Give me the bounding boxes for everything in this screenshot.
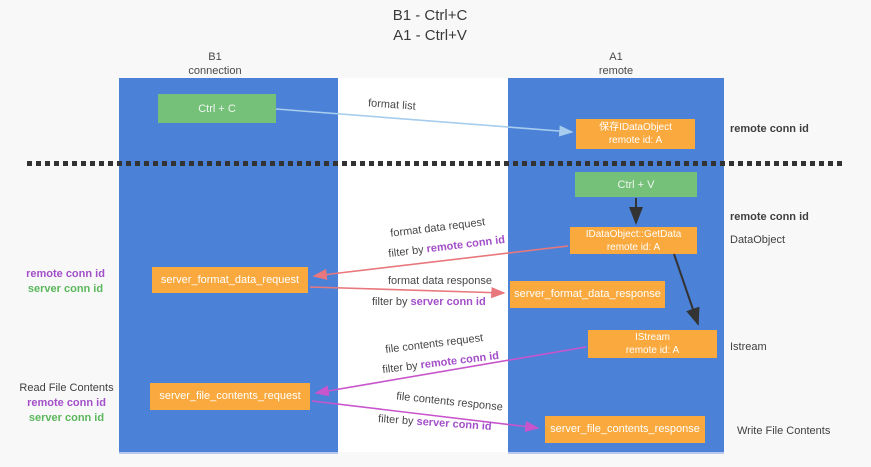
istream-box: IStream remote id: A (588, 330, 717, 358)
format-request-label: server_format_data_request (160, 273, 300, 286)
read-file-contents-label: Read File Contents (19, 382, 114, 394)
file-request-label: server_file_contents_request (159, 390, 301, 402)
server-file-contents-request-box: server_file_contents_request (150, 383, 310, 410)
diagram-title: B1 - Ctrl+C A1 - Ctrl+V (310, 6, 550, 46)
label-filter-by-server-conn-id-1: filter by server conn id (372, 296, 486, 308)
server-file-contents-response-box: server_file_contents_response (545, 416, 705, 443)
label-format-data-response: format data response (388, 275, 492, 287)
filter-by-text: filter by (372, 296, 411, 308)
ctrl-c-label: Ctrl + C (198, 102, 236, 115)
saved-idataobject-line1: 保存IDataObject (599, 122, 672, 133)
saved-idataobject-line2: remote id: A (608, 135, 663, 146)
annotation-read-file-contents-block: Read File Contents remote conn id server… (14, 381, 119, 426)
idataobject-getdata-box: IDataObject::GetData remote id: A (570, 227, 697, 254)
annotation-write-file-contents: Write File Contents (737, 425, 831, 437)
title-line-b1: B1 - Ctrl+C (392, 7, 468, 24)
server-conn-id-left2: server conn id (28, 412, 105, 424)
server-conn-id-text: server conn id (410, 296, 486, 308)
phase-separator-dashed-line (27, 161, 845, 166)
getdata-line1: IDataObject::GetData (585, 228, 682, 240)
server-conn-id-left: server conn id (27, 283, 104, 295)
annotation-dataobject: DataObject (730, 234, 786, 246)
istream-line2: remote id: A (625, 345, 680, 356)
istream-line1: IStream (634, 332, 670, 343)
annotation-remote-conn-id-mid: remote conn id (730, 211, 809, 223)
lane-header-a1: A1 remote (556, 50, 676, 78)
lane-a1-name: A1 (609, 51, 623, 63)
remote-conn-id-left: remote conn id (26, 268, 105, 280)
saved-idataobject-box: 保存IDataObject remote id: A (576, 119, 695, 149)
getdata-line2: remote id: A (606, 241, 661, 253)
remote-conn-id-left2: remote conn id (27, 397, 106, 409)
ctrl-v-label: Ctrl + V (617, 178, 655, 191)
annotation-istream: Istream (730, 341, 767, 353)
title-line-a1: A1 - Ctrl+V (393, 27, 467, 44)
annotation-conn-ids-format: remote conn id server conn id (18, 267, 113, 297)
lane-a1-role: remote (598, 65, 634, 77)
file-response-label: server_file_contents_response (550, 423, 700, 435)
ctrl-v-box: Ctrl + V (575, 172, 697, 197)
annotation-remote-conn-id-top: remote conn id (730, 123, 809, 135)
lane-b1-name: B1 (208, 51, 222, 63)
lane-header-b1: B1 connection (155, 50, 275, 78)
lane-b1-role: connection (188, 65, 242, 77)
ctrl-c-box: Ctrl + C (158, 94, 276, 123)
format-response-label: server_format_data_response (514, 288, 661, 300)
server-format-data-response-box: server_format_data_response (510, 281, 665, 308)
server-format-data-request-box: server_format_data_request (152, 267, 308, 293)
